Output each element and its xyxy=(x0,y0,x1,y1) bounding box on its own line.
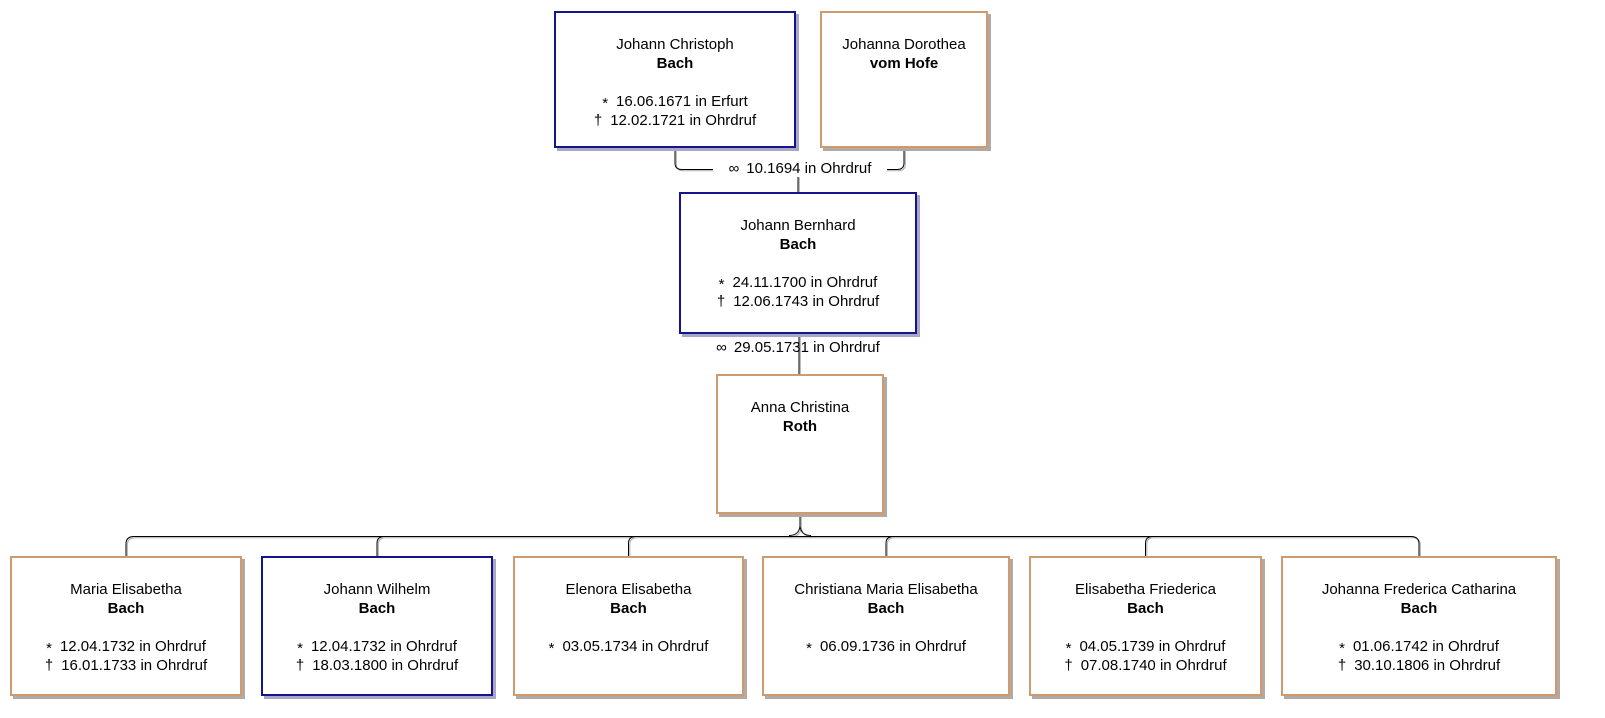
death-date: 12.06.1743 in Ohrdruf xyxy=(733,293,880,310)
person-name: Johann Bernhard Bach xyxy=(681,216,915,254)
death-symbol: † xyxy=(295,657,305,674)
surname: Bach xyxy=(358,600,396,617)
death-row: † 30.10.1806 in Ohrdruf xyxy=(1283,656,1555,675)
person-dates: * 01.06.1742 in Ohrdruf † 30.10.1806 in … xyxy=(1283,637,1555,675)
given-name: Johann Wilhelm xyxy=(323,581,431,598)
marriage-icon: ∞ xyxy=(728,160,740,177)
birth-row: * 03.05.1734 in Ohrdruf xyxy=(515,637,742,657)
person-dates: * 16.06.1671 in Erfurt † 12.02.1721 in O… xyxy=(556,92,794,130)
person-dates: * 06.09.1736 in Ohrdruf xyxy=(764,637,1008,657)
death-row: † 07.08.1740 in Ohrdruf xyxy=(1031,656,1260,675)
person-name: Johanna Dorothea vom Hofe xyxy=(822,35,986,73)
surname: Bach xyxy=(1400,600,1438,617)
death-date: 12.02.1721 in Ohrdruf xyxy=(610,112,757,129)
birth-symbol: * xyxy=(297,640,303,657)
person-box-father[interactable]: Johann Christoph Bach * 16.06.1671 in Er… xyxy=(554,11,796,148)
person-name: Johann Wilhelm Bach xyxy=(263,580,491,618)
person-box-child-4[interactable]: Christiana Maria Elisabetha Bach * 06.09… xyxy=(762,556,1010,696)
person-name: Elenora Elisabetha Bach xyxy=(515,580,742,618)
given-name: Johann Bernhard xyxy=(740,217,856,234)
marriage-date-place: 29.05.1731 in Ohrdruf xyxy=(733,339,880,356)
person-dates: * 12.04.1732 in Ohrdruf † 16.01.1733 in … xyxy=(12,637,240,675)
person-box-child-1[interactable]: Maria Elisabetha Bach * 12.04.1732 in Oh… xyxy=(10,556,242,696)
death-symbol: † xyxy=(44,657,54,674)
birth-symbol: * xyxy=(718,276,725,293)
person-box-child-2[interactable]: Johann Wilhelm Bach * 12.04.1732 in Ohrd… xyxy=(261,556,493,696)
death-row: † 16.01.1733 in Ohrdruf xyxy=(12,656,240,675)
birth-row: * 06.09.1736 in Ohrdruf xyxy=(764,637,1008,657)
given-name: Johanna Frederica Catharina xyxy=(1321,581,1517,598)
birth-date: 24.11.1700 in Ohrdruf xyxy=(732,274,878,291)
surname: vom Hofe xyxy=(869,55,939,72)
person-name: Johann Christoph Bach xyxy=(556,35,794,73)
marriage-date-place: 10.1694 in Ohrdruf xyxy=(746,160,872,177)
person-box-child-3[interactable]: Elenora Elisabetha Bach * 03.05.1734 in … xyxy=(513,556,744,696)
birth-row: * 24.11.1700 in Ohrdruf xyxy=(681,273,915,293)
surname: Bach xyxy=(779,236,817,253)
birth-symbol: * xyxy=(806,640,812,657)
person-name: Johanna Frederica Catharina Bach xyxy=(1283,580,1555,618)
birth-symbol: * xyxy=(1065,640,1072,657)
person-dates: * 03.05.1734 in Ohrdruf xyxy=(515,637,742,657)
birth-symbol: * xyxy=(46,640,52,657)
birth-date: 01.06.1742 in Ohrdruf xyxy=(1352,638,1499,655)
given-name: Maria Elisabetha xyxy=(70,581,182,598)
death-date: 16.01.1733 in Ohrdruf xyxy=(61,657,208,674)
person-name: Anna Christina Roth xyxy=(718,398,882,436)
person-name: Christiana Maria Elisabetha Bach xyxy=(764,580,1008,618)
surname: Bach xyxy=(610,600,647,617)
person-dates: * 24.11.1700 in Ohrdruf † 12.06.1743 in … xyxy=(681,273,915,311)
birth-row: * 12.04.1732 in Ohrdruf xyxy=(12,637,240,657)
birth-row: * 12.04.1732 in Ohrdruf xyxy=(263,637,491,657)
surname: Bach xyxy=(1127,600,1164,617)
surname: Bach xyxy=(656,55,694,72)
person-dates: * 04.05.1739 in Ohrdruf † 07.08.1740 in … xyxy=(1031,637,1260,675)
birth-date: 12.04.1732 in Ohrdruf xyxy=(59,638,206,655)
given-name: Johanna Dorothea xyxy=(842,36,966,53)
birth-date: 16.06.1671 in Erfurt xyxy=(616,93,748,110)
birth-date: 04.05.1739 in Ohrdruf xyxy=(1079,638,1226,655)
death-symbol: † xyxy=(716,293,726,310)
person-box-child-6[interactable]: Johanna Frederica Catharina Bach * 01.06… xyxy=(1281,556,1557,696)
person-name: Maria Elisabetha Bach xyxy=(12,580,240,618)
death-row: † 18.03.1800 in Ohrdruf xyxy=(263,656,491,675)
given-name: Johann Christoph xyxy=(616,36,734,53)
birth-row: * 04.05.1739 in Ohrdruf xyxy=(1031,637,1260,657)
person-box-spouse[interactable]: Anna Christina Roth xyxy=(716,374,884,514)
death-symbol: † xyxy=(1064,657,1073,674)
death-symbol: † xyxy=(593,112,603,129)
birth-symbol: * xyxy=(602,95,609,112)
person-box-proband[interactable]: Johann Bernhard Bach * 24.11.1700 in Ohr… xyxy=(679,192,917,334)
death-row: † 12.06.1743 in Ohrdruf xyxy=(681,292,915,311)
death-date: 18.03.1800 in Ohrdruf xyxy=(312,657,459,674)
given-name: Christiana Maria Elisabetha xyxy=(794,581,978,598)
birth-symbol: * xyxy=(1339,640,1345,657)
birth-row: * 16.06.1671 in Erfurt xyxy=(556,92,794,112)
marriage-label-1: ∞ 10.1694 in Ohrdruf xyxy=(713,160,887,177)
marriage-icon: ∞ xyxy=(716,339,727,356)
given-name: Anna Christina xyxy=(750,399,850,416)
surname: Roth xyxy=(782,418,818,435)
birth-symbol: * xyxy=(548,640,555,657)
birth-row: * 01.06.1742 in Ohrdruf xyxy=(1283,637,1555,657)
person-box-child-5[interactable]: Elisabetha Friederica Bach * 04.05.1739 … xyxy=(1029,556,1262,696)
given-name: Elisabetha Friederica xyxy=(1075,581,1216,598)
surname: Bach xyxy=(867,600,905,617)
birth-date: 12.04.1732 in Ohrdruf xyxy=(310,638,457,655)
death-date: 30.10.1806 in Ohrdruf xyxy=(1354,657,1501,674)
birth-date: 06.09.1736 in Ohrdruf xyxy=(819,638,966,655)
person-name: Elisabetha Friederica Bach xyxy=(1031,580,1260,618)
surname: Bach xyxy=(107,600,145,617)
birth-date: 03.05.1734 in Ohrdruf xyxy=(562,638,709,655)
death-date: 07.08.1740 in Ohrdruf xyxy=(1080,657,1227,674)
given-name: Elenora Elisabetha xyxy=(565,581,692,598)
marriage-label-2: ∞ 29.05.1731 in Ohrdruf xyxy=(698,339,898,356)
death-row: † 12.02.1721 in Ohrdruf xyxy=(556,111,794,130)
person-box-mother[interactable]: Johanna Dorothea vom Hofe xyxy=(820,11,988,148)
death-symbol: † xyxy=(1337,657,1347,674)
person-dates: * 12.04.1732 in Ohrdruf † 18.03.1800 in … xyxy=(263,637,491,675)
